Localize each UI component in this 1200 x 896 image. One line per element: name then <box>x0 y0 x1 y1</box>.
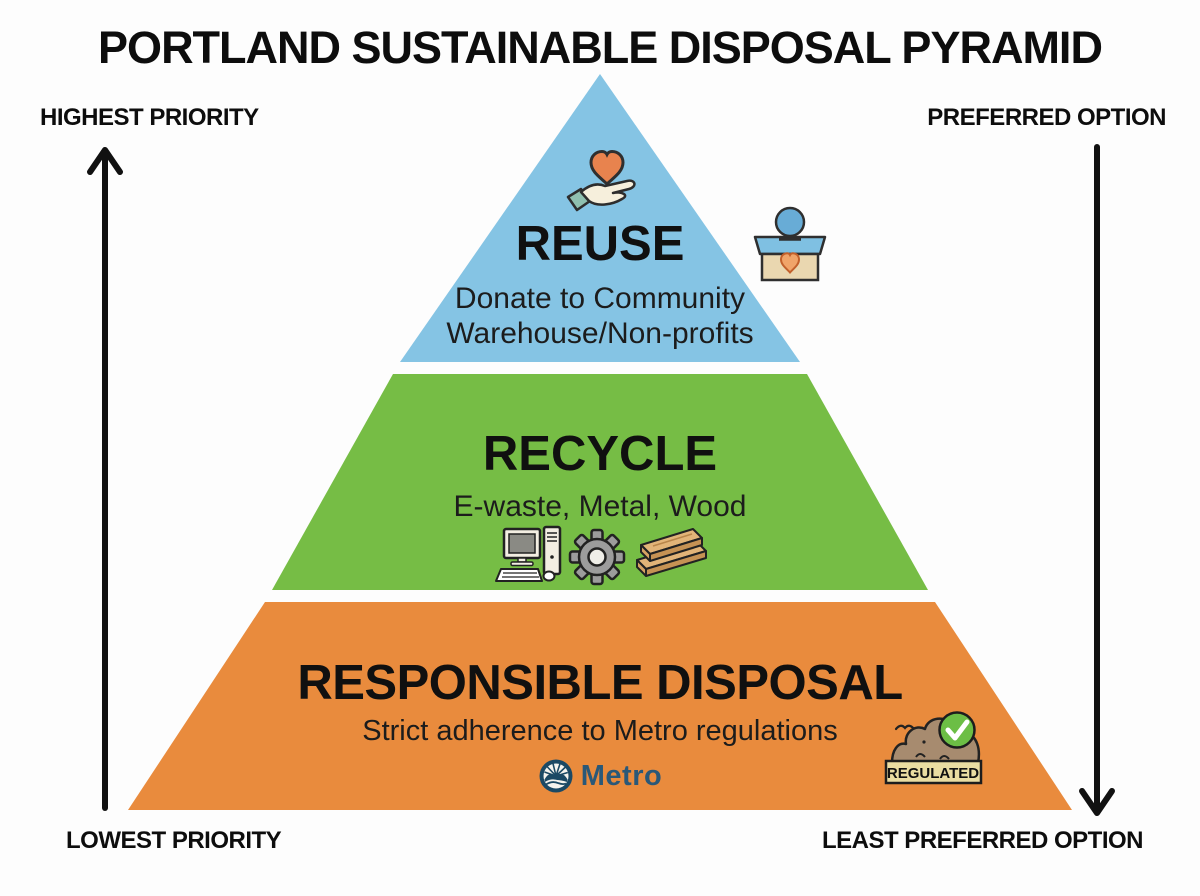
regulated-badge-label: REGULATED <box>887 765 979 782</box>
tier-disposal-title: RESPONSIBLE DISPOSAL <box>297 656 903 710</box>
regulated-badge: REGULATED <box>884 759 983 785</box>
tier-disposal <box>128 602 1072 810</box>
metro-branding: Metro <box>0 758 1200 794</box>
preference-down-arrow <box>1079 144 1115 816</box>
tier-recycle <box>272 374 928 590</box>
tier-recycle-subtitle: E-waste, Metal, Wood <box>453 490 747 523</box>
tier-reuse-subtitle-line1: Donate to Community <box>454 282 746 315</box>
label-preferred-option: PREFERRED OPTION <box>927 104 1166 131</box>
desktop-computer-icon <box>495 525 562 582</box>
tier-reuse-subtitle: Donate to Community Warehouse/Non-profit… <box>0 281 1200 351</box>
donation-box-icon <box>753 206 827 282</box>
gear-icon <box>568 528 626 586</box>
birds-icon <box>894 724 916 731</box>
wood-planks-icon <box>636 528 707 577</box>
hand-holding-heart-icon <box>566 149 636 212</box>
tier-reuse-subtitle-line2: Warehouse/Non-profits <box>446 317 754 350</box>
label-least-preferred-option: LEAST PREFERRED OPTION <box>821 827 1144 854</box>
label-lowest-priority: LOWEST PRIORITY <box>66 827 282 854</box>
tier-disposal-subtitle: Strict adherence to Metro regulations <box>362 715 838 747</box>
tier-recycle-title: RECYCLE <box>482 427 718 481</box>
metro-wordmark: Metro <box>580 759 663 792</box>
check-badge-icon <box>938 711 976 749</box>
metro-logo <box>539 759 573 793</box>
page-title: PORTLAND SUSTAINABLE DISPOSAL PYRAMID <box>98 22 1103 73</box>
label-highest-priority: HIGHEST PRIORITY <box>40 104 259 131</box>
tier-reuse <box>400 74 800 362</box>
tier-reuse-title: REUSE <box>515 217 685 271</box>
priority-up-arrow <box>87 147 123 811</box>
